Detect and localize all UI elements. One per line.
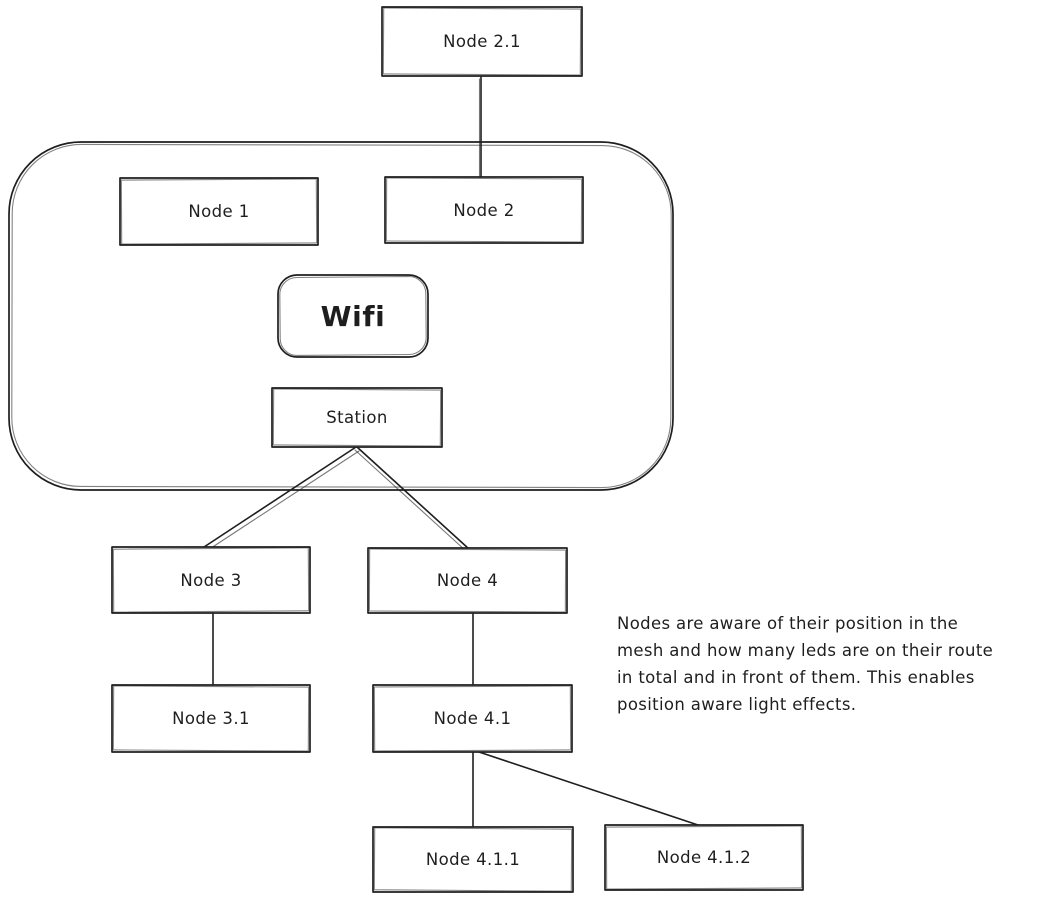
node-4-1-1-box	[372, 826, 574, 893]
connector-node2-1-to-node2	[478, 76, 482, 179]
node-4-1-box	[372, 684, 573, 753]
node-4-box	[367, 547, 568, 614]
connector-station-to-node4	[354, 446, 470, 552]
node-1-box	[119, 177, 319, 246]
node-3-1-box	[111, 684, 311, 753]
connector-station-to-node3	[200, 446, 360, 553]
wifi-box	[277, 274, 429, 358]
annotation-line-1: Nodes are aware of their position in the	[617, 614, 959, 633]
annotation-line-4: position aware light effects.	[617, 695, 857, 714]
annotation-line-2: mesh and how many leds are on their rout…	[617, 641, 994, 660]
wifi-zone-outline	[8, 141, 674, 491]
node-2-1-box	[381, 6, 583, 77]
node-3-box	[111, 546, 311, 614]
annotation-text: Nodes are aware of their position in the…	[617, 610, 993, 718]
connector-node4-1-to-node4-1-2	[478, 751, 702, 827]
annotation-line-3: in total and in front of them. This enab…	[617, 668, 975, 687]
node-2-box	[384, 176, 584, 244]
station-box	[271, 387, 443, 448]
node-4-1-2-box	[604, 824, 804, 891]
